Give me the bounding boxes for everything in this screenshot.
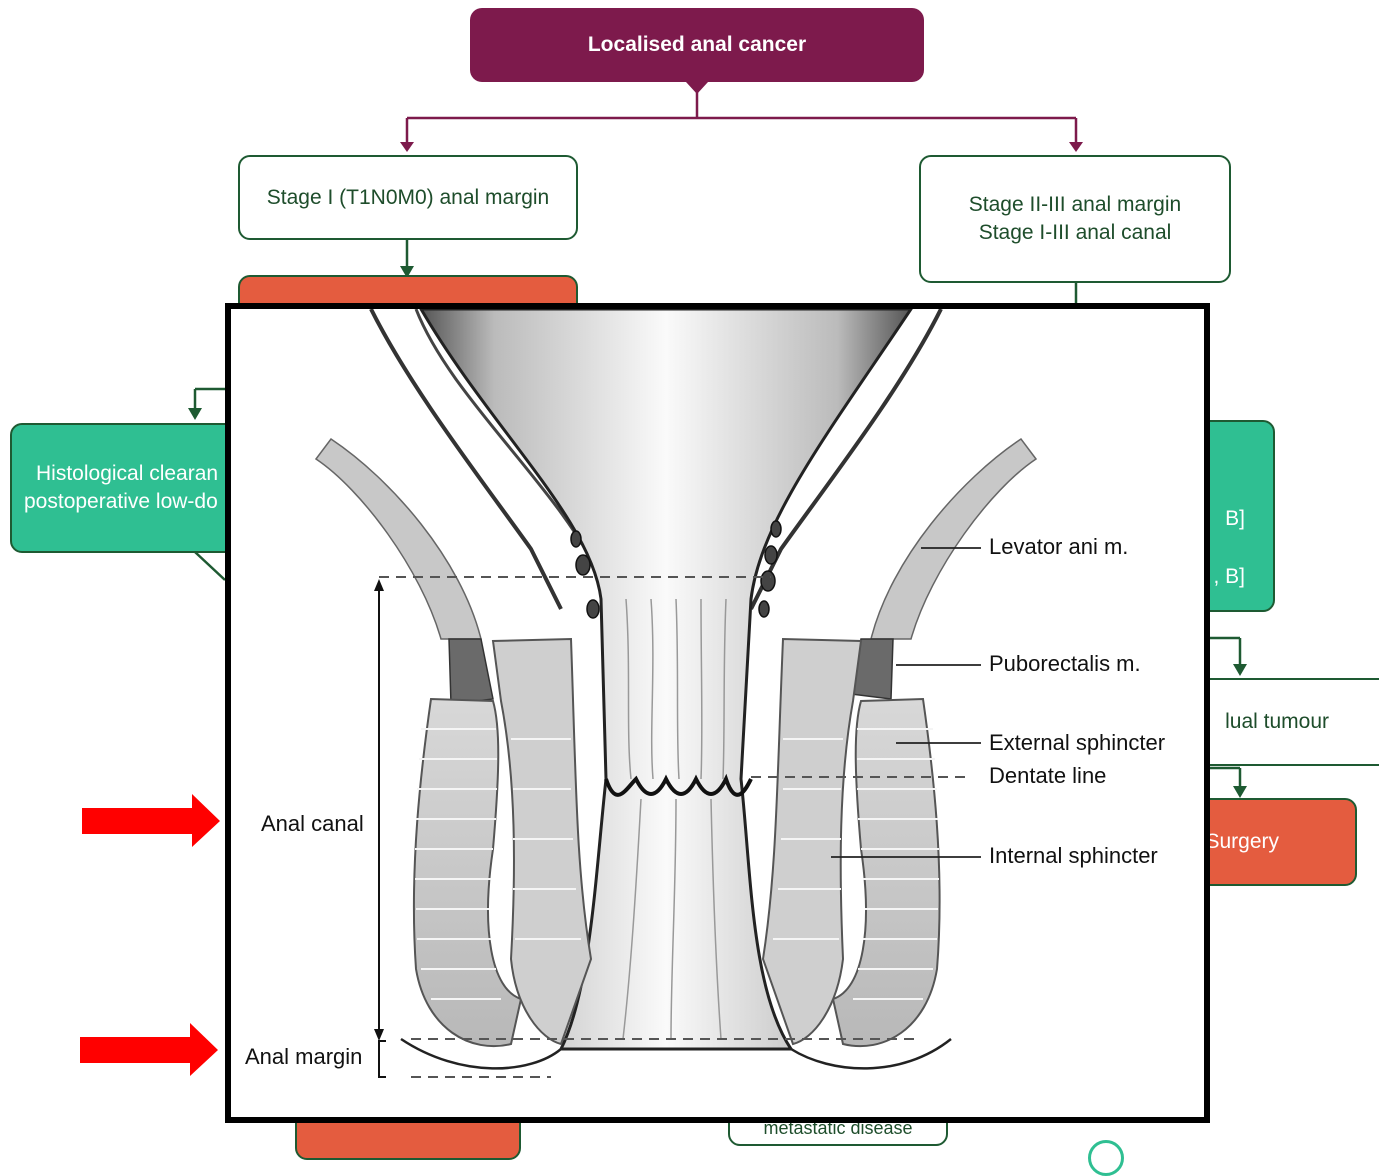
- red-arrow-anal-margin: [80, 1023, 220, 1077]
- stage-2-3-line-1: Stage II-III anal margin: [969, 191, 1181, 219]
- teal-left-line-1: Histological clearan: [24, 460, 218, 488]
- anal-anatomy-figure: Levator ani m. Puborectalis m. External …: [225, 303, 1210, 1123]
- stage-1-anal-margin-node: Stage I (T1N0M0) anal margin: [238, 155, 578, 240]
- label-internal-sphincter: Internal sphincter: [989, 843, 1158, 869]
- label-levator-ani: Levator ani m.: [989, 534, 1128, 560]
- teal-left-line-2: postoperative low-do: [24, 488, 218, 516]
- residual-tumour-text: lual tumour: [1225, 708, 1329, 736]
- teal-circle-partial: [1088, 1140, 1124, 1176]
- label-dentate-line: Dentate line: [989, 763, 1106, 789]
- label-puborectalis: Puborectalis m.: [989, 651, 1141, 677]
- root-node-localised-anal-cancer: Localised anal cancer: [470, 8, 924, 82]
- red-arrow-anal-canal: [82, 794, 222, 848]
- stage-2-3-line-2: Stage I-III anal canal: [979, 219, 1172, 247]
- label-anal-margin: Anal margin: [245, 1044, 362, 1070]
- teal-right-line-1: B]: [1225, 505, 1245, 533]
- label-external-sphincter: External sphincter: [989, 730, 1165, 756]
- label-anal-canal: Anal canal: [261, 811, 364, 837]
- surgery-text: Surgery: [1205, 828, 1279, 856]
- teal-right-line-2: , B]: [1213, 563, 1245, 591]
- stage-2-3-node: Stage II-III anal margin Stage I-III ana…: [919, 155, 1231, 283]
- anal-canal-illustration: [231, 309, 1204, 1117]
